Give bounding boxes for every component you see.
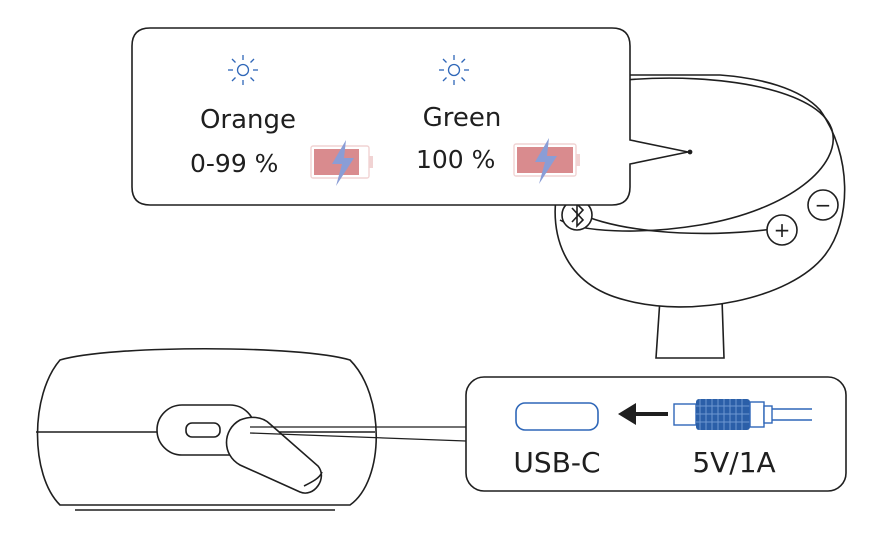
bluetooth-icon xyxy=(571,202,585,228)
green-label: Green xyxy=(423,103,502,133)
speaker-side-view xyxy=(36,347,467,511)
plus-button-label: + xyxy=(774,218,791,242)
battery-charging-icon xyxy=(513,138,580,184)
speaker-led-dot xyxy=(687,149,693,155)
orange-range: 0-99 % xyxy=(190,149,278,178)
green-range: 100 % xyxy=(416,145,495,174)
minus-button-label: − xyxy=(815,193,832,217)
power-label: 5V/1A xyxy=(692,446,775,479)
usb-c-port xyxy=(185,422,221,438)
speaker-top-rim xyxy=(559,77,834,232)
arrow-left-icon xyxy=(618,403,668,425)
connector-callout: USB-C 5V/1A xyxy=(465,376,847,492)
port-flap xyxy=(225,416,323,494)
led-callout: Orange 0-99 % Green 100 % xyxy=(131,27,689,206)
plus-button[interactable] xyxy=(766,214,798,246)
battery-charging-icon xyxy=(310,140,373,186)
sun-icon xyxy=(228,55,258,85)
usb-c-plug-icon xyxy=(673,399,812,430)
usb-c-port-icon xyxy=(515,402,599,431)
minus-button[interactable] xyxy=(807,189,839,221)
port-label: USB-C xyxy=(513,446,600,479)
orange-label: Orange xyxy=(200,105,296,135)
sun-icon xyxy=(439,55,469,85)
